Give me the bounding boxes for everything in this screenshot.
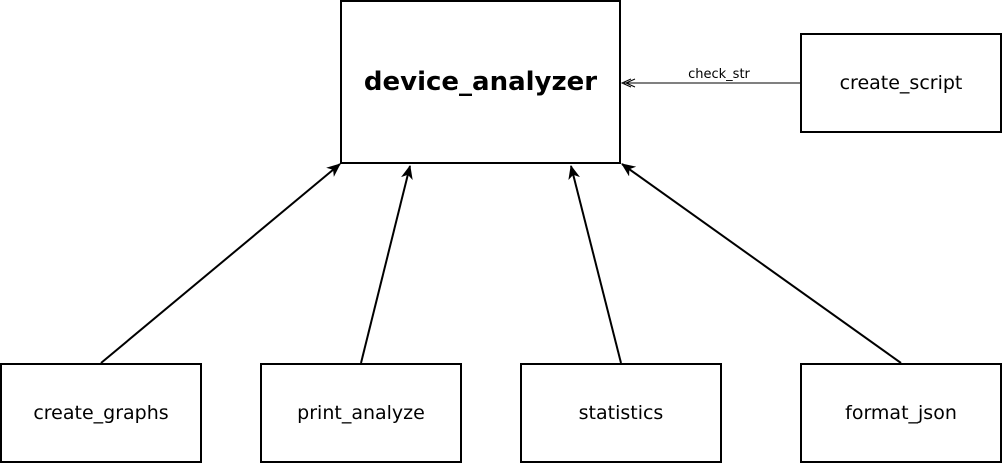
node-print-analyze[interactable]: print_analyze bbox=[260, 363, 462, 463]
edge-label-check-str: check_str bbox=[688, 67, 750, 82]
node-device-analyzer[interactable]: device_analyzer bbox=[340, 0, 621, 164]
edge-format-json-to-device-analyzer bbox=[621, 163, 902, 364]
edge-statistics-to-device-analyzer bbox=[568, 165, 622, 364]
node-create-script-label: create_script bbox=[839, 72, 963, 94]
edge-print-analyze-to-device-analyzer bbox=[360, 165, 413, 364]
node-create-graphs[interactable]: create_graphs bbox=[0, 363, 202, 463]
node-statistics-label: statistics bbox=[578, 402, 664, 424]
node-create-script[interactable]: create_script bbox=[800, 33, 1002, 133]
edge-create-graphs-to-device-analyzer bbox=[100, 163, 341, 364]
node-format-json-label: format_json bbox=[845, 402, 957, 424]
node-device-analyzer-label: device_analyzer bbox=[363, 67, 598, 97]
node-print-analyze-label: print_analyze bbox=[297, 402, 425, 424]
node-create-graphs-label: create_graphs bbox=[33, 402, 169, 424]
node-format-json[interactable]: format_json bbox=[800, 363, 1002, 463]
node-statistics[interactable]: statistics bbox=[520, 363, 722, 463]
double-arrowhead-icon bbox=[620, 78, 636, 88]
